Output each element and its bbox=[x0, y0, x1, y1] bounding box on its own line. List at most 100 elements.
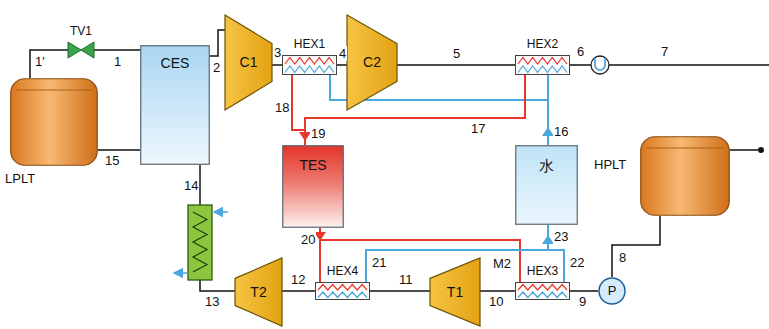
pump-symbol bbox=[599, 278, 625, 304]
component-label: HEX3 bbox=[527, 265, 558, 279]
heat-exchanger-outline bbox=[282, 55, 337, 75]
stream-number: 5 bbox=[452, 46, 461, 61]
stream-number: 4 bbox=[338, 46, 347, 61]
cooler-coil bbox=[193, 212, 207, 272]
stream-number: 10 bbox=[488, 294, 504, 309]
tank-body bbox=[11, 79, 98, 166]
stream-line bbox=[397, 64, 515, 66]
water-tank: 水 bbox=[515, 145, 578, 225]
cooling-water-out bbox=[174, 272, 188, 274]
turbine-symbol bbox=[430, 258, 480, 326]
heat-exchanger: HEX1 bbox=[282, 55, 337, 75]
stream-number: 2 bbox=[212, 60, 221, 75]
thermal-storage-tank: TES bbox=[282, 145, 344, 228]
component-name: TES bbox=[299, 157, 326, 173]
pump: P bbox=[598, 277, 626, 305]
stream-number: 13 bbox=[204, 294, 220, 309]
heat-exchanger-outline bbox=[515, 282, 570, 300]
compressor: C1 bbox=[225, 15, 272, 110]
component-name: T2 bbox=[250, 284, 266, 300]
stream-line bbox=[282, 290, 315, 292]
stream-number: 19 bbox=[310, 126, 326, 141]
exchanger-body bbox=[516, 56, 570, 75]
stream-number: 12 bbox=[290, 272, 306, 287]
hot-fluid-line bbox=[292, 75, 305, 145]
stream-number: 7 bbox=[660, 44, 669, 59]
storage-tank-outline bbox=[640, 136, 730, 216]
turbine: T1 bbox=[430, 258, 480, 326]
heat-exchanger: HEX2 bbox=[515, 55, 570, 75]
stream-number: 18 bbox=[274, 100, 290, 115]
stream-line bbox=[730, 149, 758, 151]
component-name: C2 bbox=[363, 54, 381, 70]
stream-line bbox=[199, 165, 201, 205]
hot-coil bbox=[518, 58, 567, 65]
component-label: TV1 bbox=[70, 25, 92, 39]
box-outline bbox=[516, 146, 578, 225]
component-name: P bbox=[608, 284, 617, 299]
hot-fluid-line bbox=[305, 75, 525, 145]
stream-number: 16 bbox=[553, 124, 569, 139]
stream-number: M2 bbox=[492, 256, 512, 271]
stream-line bbox=[480, 290, 515, 292]
hot-coil bbox=[285, 58, 334, 65]
cooler-exchanger bbox=[188, 205, 212, 280]
heat-exchanger-outline bbox=[515, 55, 570, 75]
exchanger-body bbox=[283, 56, 337, 75]
stream-line bbox=[370, 290, 430, 292]
heat-exchanger: HEX4 bbox=[315, 282, 370, 300]
stream-line bbox=[612, 216, 660, 277]
component-name: T1 bbox=[447, 284, 463, 300]
storage-tank: LPLT bbox=[10, 78, 98, 166]
storage-tank-outline bbox=[10, 78, 98, 166]
throttle-valve: TV1 bbox=[68, 42, 94, 58]
cold-energy-storage: CES bbox=[140, 45, 210, 165]
stream-number: 17 bbox=[470, 121, 486, 136]
stream-line bbox=[210, 30, 225, 56]
compressor: C2 bbox=[347, 15, 397, 110]
stream-line bbox=[337, 64, 347, 66]
stream-number: 9 bbox=[578, 294, 587, 309]
heat-exchanger-outline bbox=[315, 282, 370, 300]
component-label: LPLT bbox=[5, 172, 35, 187]
component-label: HEX1 bbox=[294, 38, 325, 52]
compressor-symbol bbox=[347, 15, 397, 110]
cooler-coil bbox=[193, 212, 207, 272]
cold-coil bbox=[518, 66, 567, 73]
terminal-dot bbox=[758, 147, 764, 153]
component-label: HPLT bbox=[594, 158, 626, 173]
storage-tank: HPLT bbox=[640, 136, 730, 216]
heater-symbol bbox=[591, 56, 609, 74]
stream-number: 21 bbox=[371, 255, 387, 270]
cold-fluid-line bbox=[547, 75, 549, 145]
stream-line bbox=[570, 64, 591, 66]
compressor-symbol bbox=[225, 15, 272, 110]
cooling-water-in bbox=[214, 211, 228, 213]
exchanger-body bbox=[516, 283, 570, 300]
component-label: HEX4 bbox=[327, 265, 358, 279]
box-outline bbox=[141, 46, 210, 165]
cold-coil bbox=[518, 292, 567, 298]
stream-line bbox=[98, 149, 140, 151]
stream-line bbox=[570, 290, 598, 292]
tank-body bbox=[641, 137, 730, 216]
valve-symbol bbox=[68, 42, 94, 58]
tank-seam bbox=[16, 90, 92, 91]
stream-number: 14 bbox=[183, 178, 199, 193]
stream-number: 23 bbox=[553, 229, 569, 244]
heat-exchanger: HEX3 bbox=[515, 282, 570, 300]
hot-fluid-line bbox=[320, 228, 520, 282]
stream-number: 1' bbox=[34, 54, 46, 69]
component-name: 水 bbox=[539, 157, 554, 174]
stream-number: 3 bbox=[273, 45, 282, 60]
stream-line bbox=[272, 64, 282, 66]
stream-number: 15 bbox=[104, 153, 120, 168]
stream-line bbox=[609, 64, 769, 66]
component-label: HEX2 bbox=[527, 38, 558, 52]
cold-coil bbox=[318, 292, 367, 298]
turbine-symbol bbox=[235, 258, 282, 326]
stream-line bbox=[200, 280, 235, 291]
box-outline bbox=[283, 146, 344, 228]
